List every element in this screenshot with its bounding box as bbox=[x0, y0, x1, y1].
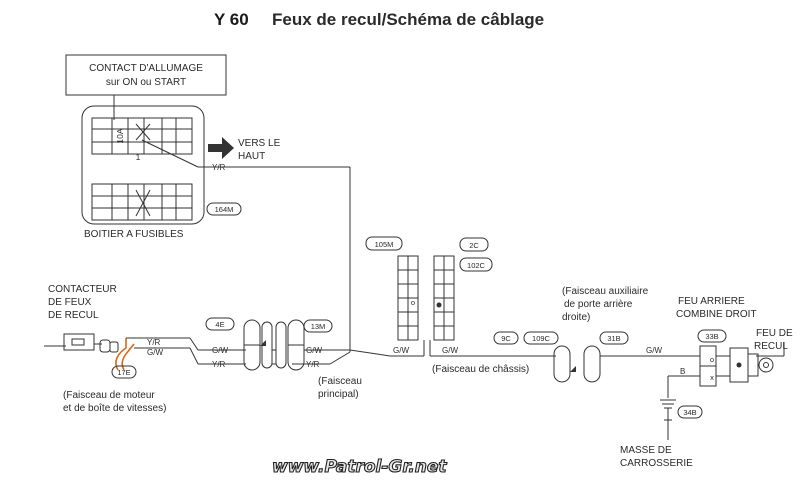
aux-harness-label-2: de porte arrière bbox=[564, 299, 633, 310]
main-harness-label-2: principal) bbox=[318, 389, 359, 400]
wire-label-yr-engine: Y/R bbox=[147, 338, 161, 347]
connector-164m-label: 164M bbox=[215, 205, 234, 214]
reverse-lamp: FEU DE RECUL bbox=[729, 328, 793, 383]
connector-31b-label: 31B bbox=[607, 334, 620, 343]
upward-arrow-icon bbox=[208, 137, 234, 159]
connector-164m: 164M bbox=[206, 202, 242, 216]
chassis-harness-label: (Faisceau de châssis) bbox=[432, 364, 529, 375]
upward-arrow: VERS LE HAUT bbox=[208, 137, 281, 162]
wire-label-gw-2: G/W bbox=[393, 346, 409, 355]
connector-13m: 13M bbox=[275, 319, 333, 371]
ignition-label-1: CONTACT D'ALLUMAGE bbox=[89, 63, 203, 74]
connector-4e-label: 4E bbox=[215, 320, 224, 329]
upward-label-1: VERS LE bbox=[238, 138, 281, 149]
connector-109c-label: 109C bbox=[532, 334, 551, 343]
fuse-box: 10A 1 BOITIER A FUSIBLES bbox=[81, 105, 205, 240]
right-combo-label-1: FEU ARRIERE bbox=[678, 296, 745, 307]
ground-label-2: CARROSSERIE bbox=[620, 458, 693, 469]
pin-x-33b: x bbox=[710, 373, 714, 382]
aux-harness-label-1: (Faisceau auxiliaire bbox=[562, 286, 649, 297]
fuse-rating: 10A bbox=[115, 128, 125, 143]
connector-102c: 102C bbox=[433, 255, 493, 341]
connector-2c-label: 2C bbox=[469, 241, 479, 250]
right-combo-label-2: COMBINE DROIT bbox=[676, 309, 757, 320]
connector-105m: 105M o bbox=[365, 236, 419, 341]
connector-9c: 9C bbox=[493, 331, 519, 345]
wire-label-gw-main: G/W bbox=[306, 346, 322, 355]
wire-label-yr-1: Y/R bbox=[212, 360, 226, 369]
connector-33b-label: 33B bbox=[705, 332, 718, 341]
ignition-switch: CONTACT D'ALLUMAGE sur ON ou START bbox=[65, 54, 227, 96]
connector-33b: 33B o x bbox=[697, 329, 727, 387]
connector-13m-label: 13M bbox=[311, 322, 326, 331]
ground-symbol-icon: 34B bbox=[660, 399, 703, 440]
engine-harness-label-2: et de boîte de vitesses) bbox=[63, 403, 166, 414]
aux-harness-label-3: droite) bbox=[562, 312, 590, 323]
connector-102c-label: 102C bbox=[467, 261, 486, 270]
connector-109c: 109C bbox=[523, 331, 576, 383]
reverse-switch-label-3: DE RECUL bbox=[48, 310, 99, 321]
connector-9c-label: 9C bbox=[501, 334, 511, 343]
fuse-number: 1 bbox=[136, 152, 141, 162]
reverse-switch-label-2: DE FEUX bbox=[48, 297, 92, 308]
diagram-code: Y 60 bbox=[214, 10, 249, 29]
ignition-label-2: sur ON ou START bbox=[106, 77, 186, 88]
wire-label-yr-top: Y/R bbox=[212, 163, 226, 172]
watermark: www.Patrol-Gr.net bbox=[272, 457, 447, 477]
connector-4e: 4E bbox=[205, 317, 273, 371]
ground-label-1: MASSE DE bbox=[620, 445, 672, 456]
main-harness-label-1: (Faisceau bbox=[318, 376, 362, 387]
diagram-title: Feux de recul/Schéma de câblage bbox=[272, 10, 544, 29]
wire-label-gw-3: G/W bbox=[442, 346, 458, 355]
connector-17e-label: 17E bbox=[117, 368, 130, 377]
wire-label-yr-main: Y/R bbox=[306, 360, 320, 369]
connector-2c: 2C bbox=[459, 237, 489, 252]
wire-label-b: B bbox=[680, 367, 685, 376]
engine-harness-label-1: (Faisceau de moteur bbox=[63, 390, 155, 401]
wire-label-gw-engine: G/W bbox=[147, 348, 163, 357]
pin-o-105m: o bbox=[411, 298, 415, 307]
connector-34b-label: 34B bbox=[683, 408, 696, 417]
reverse-lamp-label-2: RECUL bbox=[754, 341, 788, 352]
lamp-bulb-icon bbox=[758, 357, 774, 373]
wire-label-gw-4: G/W bbox=[646, 346, 662, 355]
reverse-switch-label-1: CONTACTEUR bbox=[48, 284, 117, 295]
wire-label-gw-1: G/W bbox=[212, 346, 228, 355]
upward-label-2: HAUT bbox=[238, 151, 265, 162]
connector-105m-label: 105M bbox=[375, 240, 394, 249]
reverse-lamp-label-1: FEU DE bbox=[756, 328, 793, 339]
fuse-box-label: BOITIER A FUSIBLES bbox=[84, 229, 184, 240]
reverse-switch: CONTACTEUR DE FEUX DE RECUL 17E bbox=[44, 284, 137, 379]
pin-o-33b: o bbox=[710, 355, 714, 364]
connector-31b: 31B bbox=[583, 331, 629, 383]
